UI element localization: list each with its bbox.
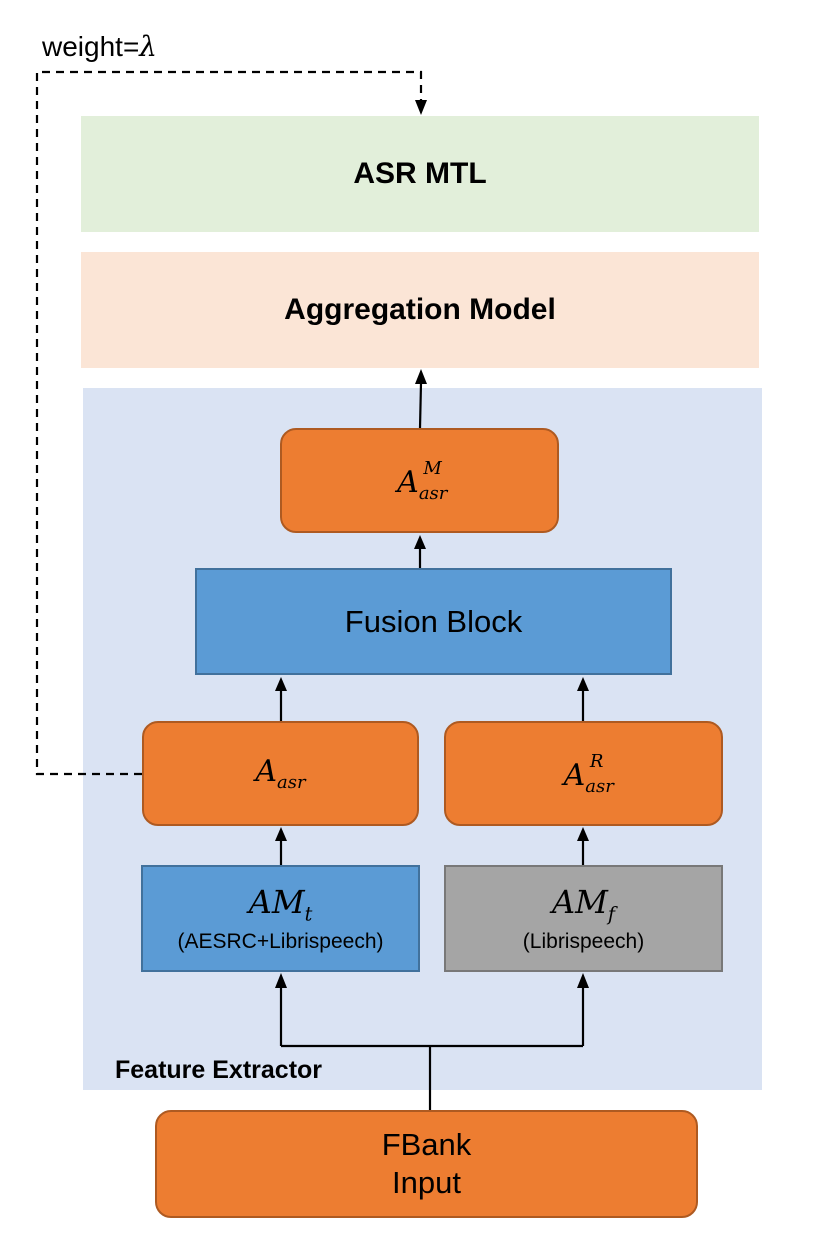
a-asr-m-node: Aasr M [280,428,559,533]
arrow-am-t-to-a-asr [275,827,287,865]
a-asr-node: Aasr [142,721,419,826]
fbank-line1: FBank [381,1127,472,1162]
fbank-input-node: FBank Input [155,1110,698,1218]
arrow-a-asr-m-to-aggregation [415,369,427,429]
dashed-feedback-connector [35,70,427,776]
lambda-symbol: λ [139,30,158,63]
a-asr-r-node: Aasr R [444,721,723,826]
am-f-node: AMf (Librispeech) [444,865,723,972]
input-split-connector [281,1044,583,1110]
arrow-fusion-to-a-asr-m [414,535,426,568]
feedback-weight-label: weight=λ [42,30,157,63]
fusion-block: Fusion Block [195,568,672,675]
a-asr-m-base: A [397,464,419,500]
a-asr-r-sup: R [589,750,604,772]
a-asr-m-expr: Aasr M [397,457,447,504]
arrow-a-asr-to-fusion [275,677,287,721]
arrow-input-to-am-f [577,973,589,1046]
am-t-dataset-label: (AESRC+Librispeech) [177,929,384,953]
am-f-expr: AMf [552,883,615,925]
a-asr-expr: Aasr [255,754,305,793]
fusion-block-label: Fusion Block [344,603,523,639]
am-f-base: AM [552,883,608,922]
a-asr-r-base: A [563,757,586,793]
a-asr-m-sub: asr [418,482,448,504]
a-asr-base: A [255,754,278,789]
a-asr-r-sub: asr [585,775,614,797]
am-f-dataset-label: (Librispeech) [522,929,645,953]
arrow-input-to-am-t [275,973,287,1046]
aggregation-model-label: Aggregation Model [284,293,556,326]
feature-extractor-label: Feature Extractor [115,1056,323,1084]
am-t-node: AMt (AESRC+Librispeech) [141,865,420,972]
a-asr-r-expr: Aasr R [563,750,614,797]
feedback-weight-text: weight= [42,31,140,62]
aggregation-model-region [81,252,759,368]
arrow-a-asr-r-to-fusion [577,677,589,721]
am-f-sub: f [607,902,615,926]
am-t-base: AM [248,883,305,922]
asr-mtl-region [81,116,759,232]
am-t-expr: AMt [249,883,313,925]
fbank-line2: Input [392,1165,461,1200]
am-t-sub: t [304,902,313,926]
a-asr-m-sup: M [423,457,442,479]
a-asr-sub: asr [277,772,306,793]
asr-mtl-label: ASR MTL [353,157,487,190]
arrow-am-f-to-a-asr-r [577,827,589,865]
